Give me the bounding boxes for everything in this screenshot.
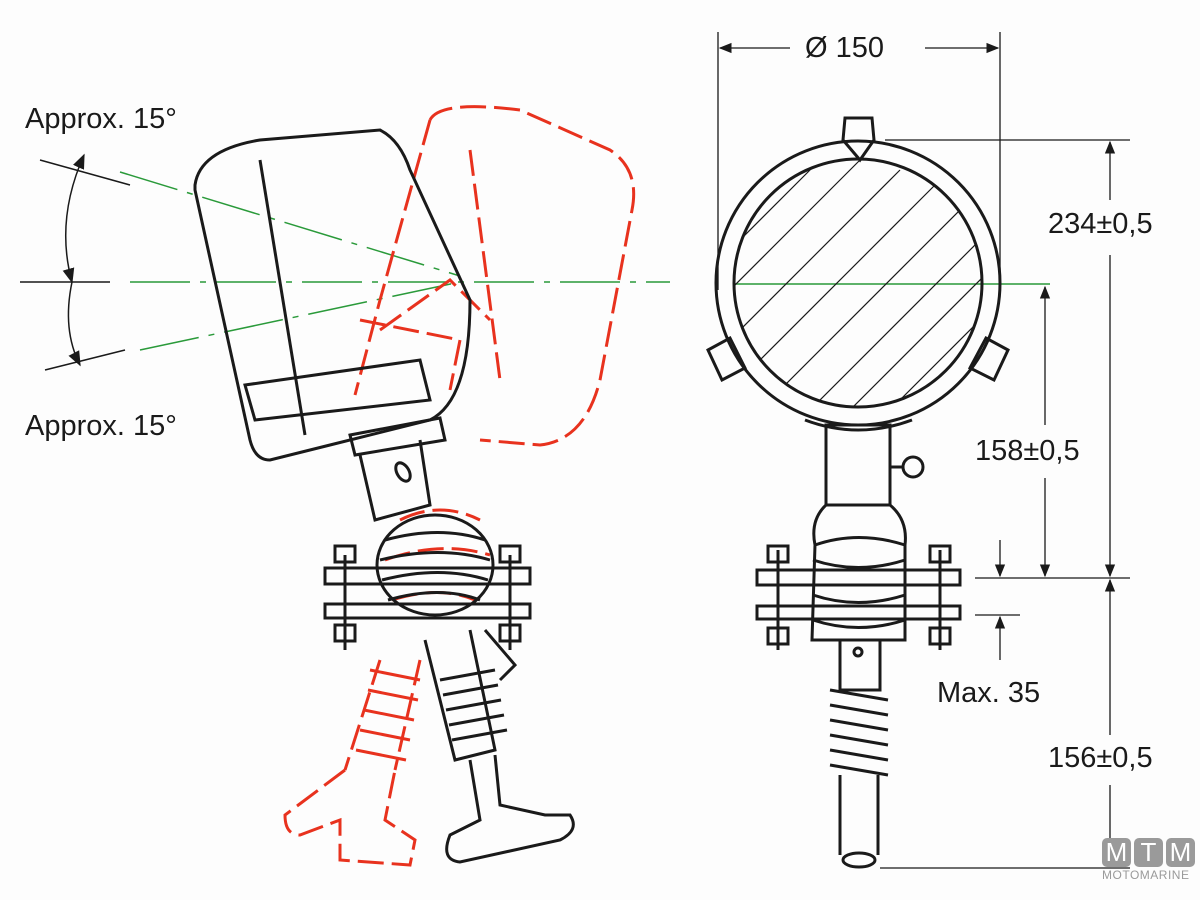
tilt-angle-dimension [20, 153, 131, 371]
logo-name: MOTOMARINE [1102, 868, 1190, 882]
logo-letter: M [1102, 838, 1131, 867]
alternate-tilt-position [283, 105, 636, 867]
front-view-lamp [706, 116, 1010, 869]
logo-letter: T [1134, 838, 1163, 867]
motomarine-watermark: M T M MOTOMARINE [1102, 838, 1196, 882]
max-thickness-label: Max. 35 [937, 677, 1041, 709]
diameter-label: Ø 150 [805, 32, 884, 64]
alternate-spring [355, 668, 421, 762]
dimension-lines [717, 32, 1130, 869]
lower-height-label: 156±0,5 [1048, 742, 1153, 774]
side-view-lamp [193, 128, 575, 864]
center-height-label: 158±0,5 [975, 435, 1080, 467]
total-height-label: 234±0,5 [1048, 208, 1153, 240]
logo-letter: M [1166, 838, 1195, 867]
center-axis-lines [119, 171, 1050, 351]
lens-glass-hatching [734, 159, 982, 407]
angle-label-top: Approx. 15° [25, 103, 177, 135]
angle-label-bottom: Approx. 15° [25, 410, 177, 442]
